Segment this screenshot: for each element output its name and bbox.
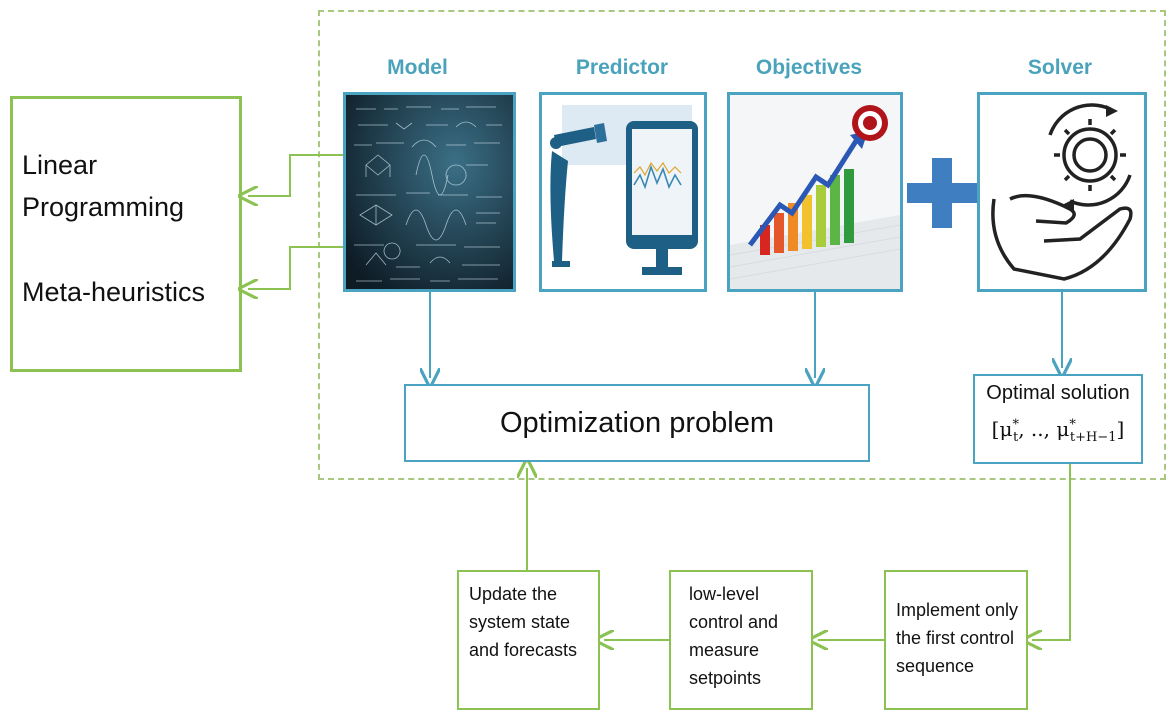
telescope-monitor-icon — [542, 95, 704, 289]
low-level-control-box: low-level control and measure setpoints — [669, 570, 813, 710]
optimal-solution-title: Optimal solution — [986, 382, 1130, 404]
predictor-heading: Predictor — [575, 56, 669, 79]
objectives-image — [727, 92, 903, 292]
optimal-solution-box: Optimal solution [μ*t, .., μ*t+H−1] — [973, 374, 1143, 464]
chalkboard-icon — [346, 95, 513, 289]
model-heading: Model — [387, 56, 448, 79]
solver-heading: Solver — [1027, 56, 1093, 79]
predictor-image — [539, 92, 707, 292]
mpc-frame — [318, 10, 1166, 480]
objectives-heading: Objectives — [755, 56, 863, 79]
solution-to-implement-arrow — [1032, 464, 1071, 640]
implement-control-box: Implement only the first control sequenc… — [884, 570, 1028, 710]
model-image — [343, 92, 516, 292]
growth-chart-target-icon — [730, 95, 900, 289]
methods-box — [10, 96, 242, 372]
method-linear-line2: Programming — [22, 192, 185, 222]
optimization-problem-box: Optimization problem — [404, 384, 870, 462]
method-linear-line1: Linear — [22, 150, 98, 180]
update-state-box: Update the system state and forecasts — [457, 570, 600, 710]
optimization-problem-label: Optimization problem — [500, 406, 774, 439]
solver-image — [977, 92, 1147, 292]
optimal-solution-formula: [μ*t, .., μ*t+H−1] — [991, 417, 1125, 445]
gear-hand-icon — [980, 95, 1144, 289]
method-meta-heuristics: Meta-heuristics — [22, 277, 206, 307]
